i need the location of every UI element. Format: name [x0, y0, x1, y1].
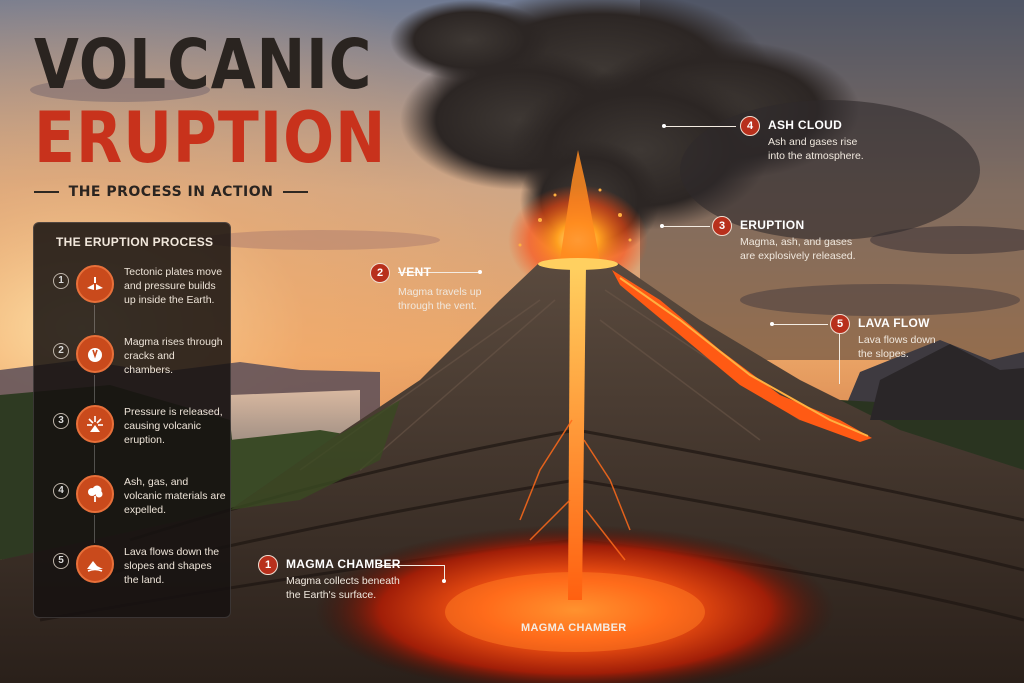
callout-description-line-2: through the vent.: [398, 300, 477, 312]
callout-description-line-2: the Earth's surface.: [286, 589, 377, 601]
step-number: 2: [53, 343, 69, 359]
callout-number-badge: 5: [830, 314, 850, 334]
lava-flow-leader-drop: [839, 334, 840, 384]
step-number: 1: [53, 273, 69, 289]
subtitle: THE PROCESS IN ACTION: [68, 184, 274, 200]
magma-chamber-leader-drop: [444, 565, 445, 581]
step-text: Tectonic plates move and pressure builds…: [124, 266, 223, 306]
lava-flow-pointer: [770, 322, 774, 326]
step-text: Lava flows down the slopes and shapes th…: [124, 546, 220, 586]
lava-flow-leader-line: [772, 324, 828, 325]
ash-cloud-pointer: [662, 124, 666, 128]
callout-number-badge: 2: [370, 263, 390, 283]
step-connector: [94, 515, 95, 543]
callout-number-badge: 3: [712, 216, 732, 236]
panel-title: THE ERUPTION PROCESS: [56, 235, 214, 249]
explosion-icon: [76, 405, 114, 443]
callout-title: MAGMA CHAMBER: [286, 557, 401, 571]
step-text: Pressure is released, causing volcanic e…: [124, 406, 223, 446]
callout-title: LAVA FLOW: [858, 316, 930, 330]
callout-title: ASH CLOUD: [768, 118, 843, 132]
callout-description-line-1: Magma collects beneath: [286, 575, 400, 587]
callout-lava-flow: 5 LAVA FLOW Lava flows down the slopes.: [830, 314, 990, 364]
callout-ash-cloud: 4 ASH CLOUD Ash and gases rise into the …: [740, 116, 920, 166]
callout-magma-chamber: 1 MAGMA CHAMBER Magma collects beneath t…: [258, 555, 438, 605]
process-step-4: 4 Ash, gas, and volcanic materials are e…: [34, 475, 230, 545]
title-line-2: ERUPTION: [34, 97, 387, 180]
magma-chamber-pointer: [442, 579, 446, 583]
lava-flow-icon: [76, 545, 114, 583]
process-step-2: 2 Magma rises through cracks and chamber…: [34, 335, 230, 405]
callout-eruption: 3 ERUPTION Magma, ash, and gases are exp…: [712, 216, 892, 266]
callout-description-line-1: Lava flows down: [858, 334, 936, 346]
callout-description-line-2: are explosively released.: [740, 250, 856, 262]
process-step-5: 5 Lava flows down the slopes and shapes …: [34, 545, 230, 615]
process-step-3: 3 Pressure is released, causing volcanic…: [34, 405, 230, 475]
callout-description-line-1: Magma travels up: [398, 286, 482, 298]
subtitle-rule-right: [283, 191, 308, 193]
eruption-process-panel: THE ERUPTION PROCESS 1 Tectonic plates m…: [33, 222, 231, 618]
callout-description-line-1: Ash and gases rise: [768, 136, 858, 148]
step-connector: [94, 305, 95, 333]
callout-description: Magma, ash, and gases are explosively re…: [740, 235, 856, 263]
step-text: Magma rises through cracks and chambers.: [124, 336, 223, 376]
callout-title: ERUPTION: [740, 218, 805, 232]
eruption-pointer: [660, 224, 664, 228]
callout-description: Magma collects beneath the Earth's surfa…: [286, 574, 400, 602]
tectonic-plates-icon: [76, 265, 114, 303]
callout-description-line-2: into the atmosphere.: [768, 150, 864, 162]
subtitle-row: THE PROCESS IN ACTION: [34, 182, 308, 202]
step-connector: [94, 375, 95, 403]
step-number: 5: [53, 553, 69, 569]
magma-rising-icon: [76, 335, 114, 373]
vent-pointer: [478, 270, 482, 274]
magma-chamber-leader-line: [378, 565, 444, 566]
step-text: Ash, gas, and volcanic materials are exp…: [124, 476, 226, 516]
callout-description: Lava flows down the slopes.: [858, 333, 936, 361]
magma-chamber-label: MAGMA CHAMBER: [521, 622, 627, 634]
callout-description-line-1: Magma, ash, and gases: [740, 236, 853, 248]
step-number: 4: [53, 483, 69, 499]
callout-description: Magma travels up through the vent.: [398, 285, 481, 313]
process-step-1: 1 Tectonic plates move and pressure buil…: [34, 265, 230, 335]
step-number: 3: [53, 413, 69, 429]
step-connector: [94, 445, 95, 473]
ash-cloud-icon: [76, 475, 114, 513]
callout-description: Ash and gases rise into the atmosphere.: [768, 135, 864, 163]
callout-number-badge: 1: [258, 555, 278, 575]
ash-cloud-leader-line: [664, 126, 736, 127]
eruption-leader-line: [662, 226, 710, 227]
title-line-1: VOLCANIC: [34, 24, 373, 105]
callout-description-line-2: the slopes.: [858, 348, 909, 360]
subtitle-rule-left: [34, 191, 59, 193]
callout-vent: 2 VENT Magma travels up through the vent…: [370, 263, 530, 313]
callout-number-badge: 4: [740, 116, 760, 136]
callout-title: VENT: [398, 265, 432, 279]
vent-leader-line: [398, 272, 480, 273]
